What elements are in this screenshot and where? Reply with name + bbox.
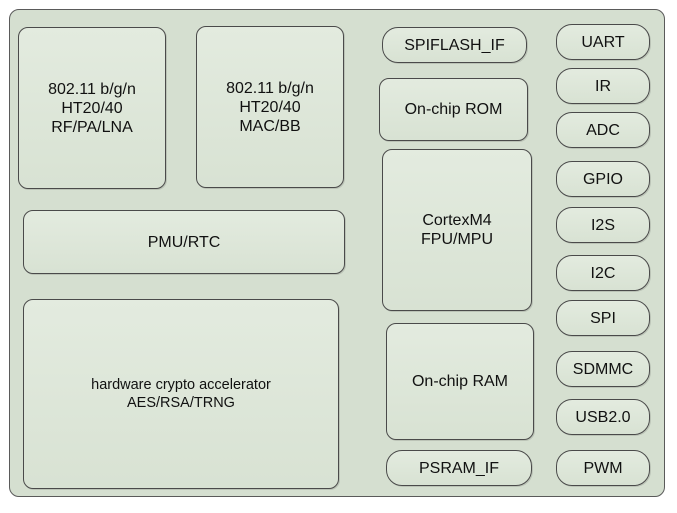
peripheral-adc-label: ADC [586,121,620,139]
spiflash-if-block-label: SPIFLASH_IF [404,36,505,54]
peripheral-usb2-label: USB2.0 [575,408,631,426]
cortex-m4-block-label: CortexM4 FPU/MPU [421,212,493,248]
rf-block-label: 802.11 b/g/n HT20/40 RF/PA/LNA [48,80,136,136]
psram-if-block: PSRAM_IF [386,450,532,486]
peripheral-sdmmc: SDMMC [556,351,650,387]
peripheral-adc: ADC [556,112,650,148]
peripheral-pwm: PWM [556,450,650,486]
rf-block: 802.11 b/g/n HT20/40 RF/PA/LNA [18,27,166,189]
peripheral-spi-label: SPI [590,309,616,327]
peripheral-gpio-label: GPIO [582,170,623,188]
peripheral-uart: UART [556,24,650,60]
pmu-rtc-block: PMU/RTC [23,210,345,274]
peripheral-ir-label: IR [595,77,611,95]
peripheral-ir: IR [556,68,650,104]
mac-bb-block: 802.11 b/g/n HT20/40 MAC/BB [196,26,344,188]
peripheral-i2c: I2C [556,255,650,291]
cortex-m4-block: CortexM4 FPU/MPU [382,149,532,311]
peripheral-usb2: USB2.0 [556,399,650,435]
on-chip-ram-block: On-chip RAM [386,323,534,440]
pmu-rtc-block-label: PMU/RTC [147,233,221,251]
peripheral-uart-label: UART [581,33,625,51]
peripheral-i2s: I2S [556,207,650,243]
peripheral-i2s-label: I2S [590,216,615,234]
on-chip-rom-block-label: On-chip ROM [404,101,503,118]
chip-block-diagram: 802.11 b/g/n HT20/40 RF/PA/LNA 802.11 b/… [9,9,665,497]
peripheral-pwm-label: PWM [583,459,623,477]
spiflash-if-block: SPIFLASH_IF [382,27,527,63]
crypto-accelerator-block-label: hardware crypto accelerator AES/RSA/TRNG [91,377,271,411]
psram-if-block-label: PSRAM_IF [418,459,499,477]
on-chip-rom-block: On-chip ROM [379,78,528,141]
mac-bb-block-label: 802.11 b/g/n HT20/40 MAC/BB [226,79,314,135]
peripheral-gpio: GPIO [556,161,650,197]
peripheral-spi: SPI [556,300,650,336]
peripheral-i2c-label: I2C [590,264,616,282]
on-chip-ram-block-label: On-chip RAM [411,373,509,390]
peripheral-sdmmc-label: SDMMC [572,360,634,378]
crypto-accelerator-block: hardware crypto accelerator AES/RSA/TRNG [23,299,339,489]
